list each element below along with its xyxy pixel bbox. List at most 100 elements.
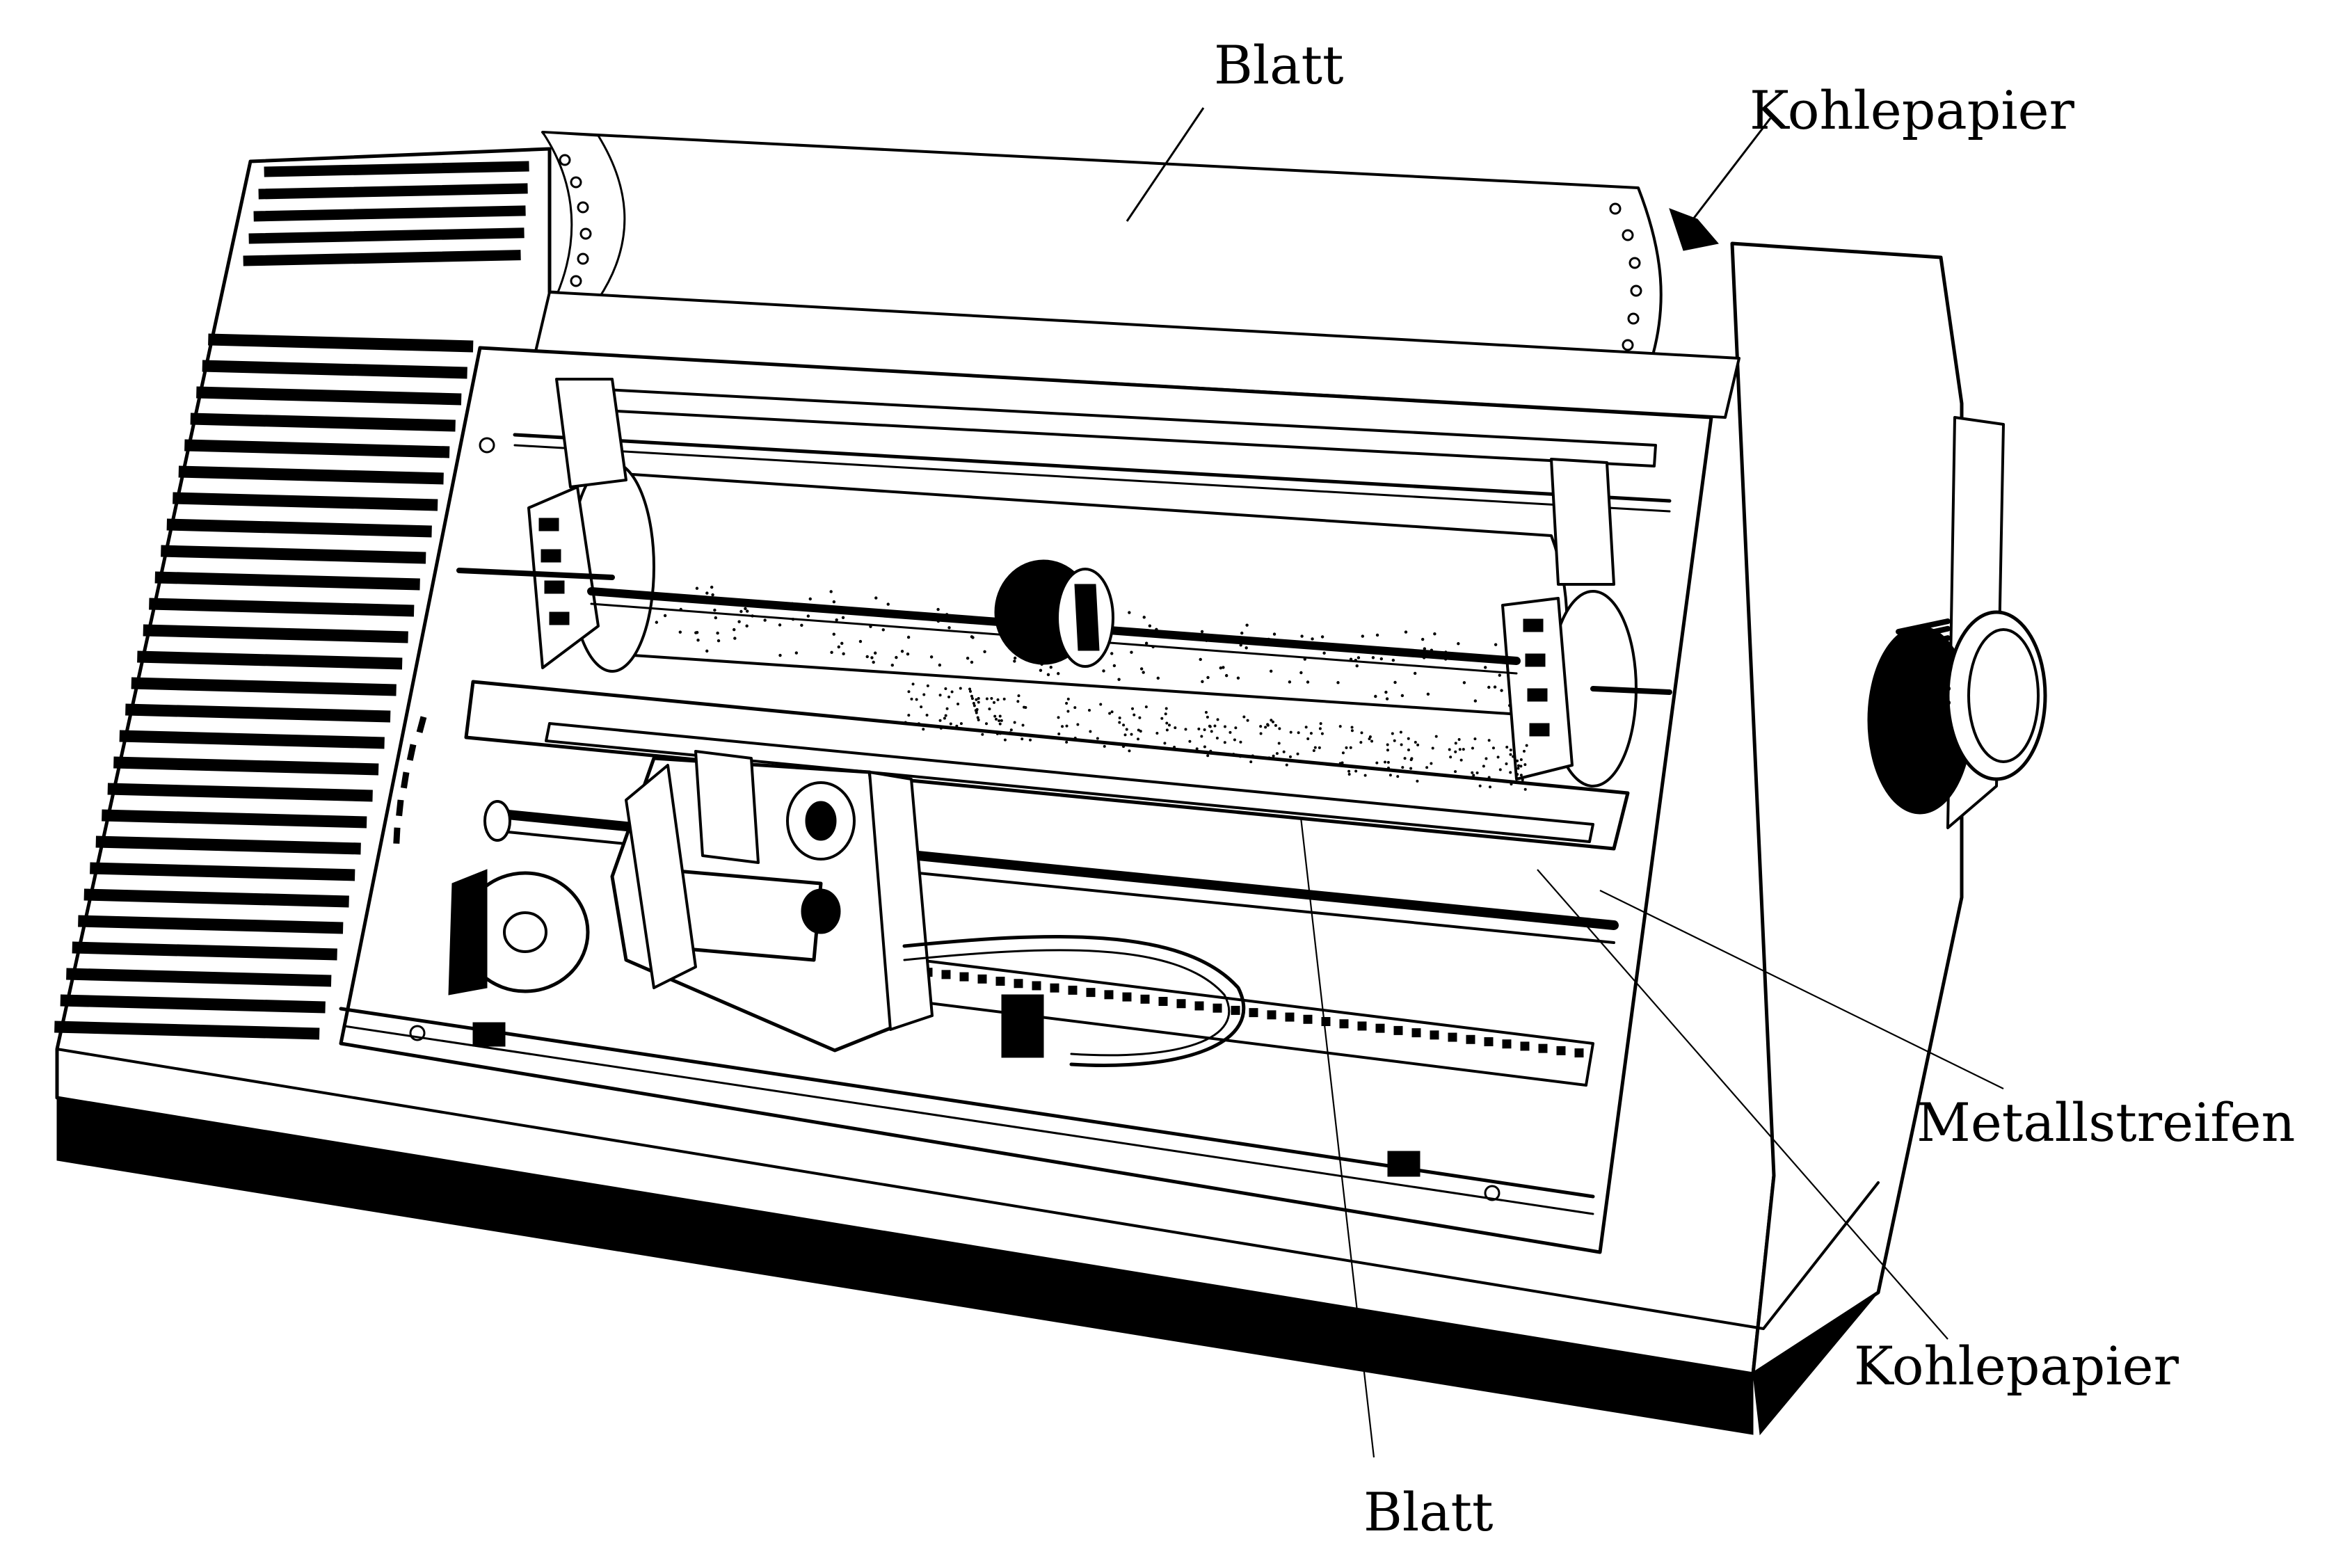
- stipple-dot: [976, 716, 979, 719]
- stipple-dot: [906, 653, 910, 656]
- stipple-dot: [1484, 666, 1487, 669]
- leader-lines: [1126, 107, 2004, 1458]
- stipple-dot: [1434, 735, 1438, 738]
- knob-ridge: [1903, 685, 1951, 702]
- vent-slot: [119, 730, 385, 749]
- stipple-dot: [1454, 770, 1457, 774]
- stipple-dot: [714, 616, 718, 620]
- vent-slot: [54, 1021, 320, 1040]
- stipple-dot: [778, 653, 782, 657]
- stipple-dot: [1013, 656, 1017, 660]
- stipple-dot: [907, 714, 911, 717]
- stipple-dot: [710, 585, 714, 589]
- metal-strip-slot: [545, 722, 1594, 843]
- vent-slots-side: [54, 333, 474, 1040]
- belt-tooth: [1231, 1005, 1240, 1015]
- stipple-dot: [1322, 651, 1326, 655]
- stipple-dot: [1401, 766, 1404, 769]
- stipple-dot: [1368, 735, 1372, 739]
- stipple-dot: [1400, 743, 1403, 746]
- stipple-dot: [737, 620, 741, 623]
- right-tractor-clamp: [1550, 458, 1615, 586]
- stipple-dot: [1347, 773, 1351, 776]
- belt-tooth: [1502, 1039, 1512, 1049]
- stipple-dot: [1338, 762, 1342, 765]
- stipple-dot: [874, 596, 878, 600]
- stipple-dot: [1271, 720, 1274, 723]
- stipple-dot: [968, 687, 972, 691]
- stipple-dot: [1236, 676, 1240, 680]
- stipple-dot: [975, 709, 979, 712]
- stipple-dot: [1200, 630, 1204, 634]
- stipple-dot: [1167, 723, 1171, 727]
- stipple-dot: [1448, 748, 1451, 751]
- stipple-dot: [1341, 751, 1345, 755]
- stipple-dot: [1110, 652, 1114, 655]
- stipple-dot: [910, 697, 913, 701]
- vent-slot: [208, 333, 474, 353]
- stipple-dot: [970, 635, 974, 639]
- stipple-dot: [1519, 774, 1523, 777]
- stipple-dot: [1523, 763, 1527, 767]
- printer-illustration: [54, 131, 2047, 1436]
- screw-3: [479, 437, 495, 454]
- stipple-dot: [1470, 776, 1473, 779]
- stipple-dot: [1131, 707, 1135, 710]
- stipple-dot: [1282, 750, 1286, 753]
- latch-right: [1387, 1151, 1420, 1177]
- stipple-dot: [977, 718, 980, 721]
- stipple-dot: [713, 608, 717, 612]
- vent-slot: [190, 413, 456, 432]
- stipple-dot: [1269, 669, 1273, 673]
- stipple-dot: [922, 728, 925, 731]
- stipple-dot: [973, 704, 976, 707]
- stipple-dot: [696, 639, 700, 642]
- stipple-dot: [1249, 760, 1253, 764]
- stipple-dot: [655, 621, 659, 624]
- vent-slot: [107, 783, 373, 802]
- belt-tooth: [1104, 990, 1114, 1000]
- stipple-dot: [1117, 678, 1121, 681]
- stipple-dot: [1122, 745, 1126, 749]
- stipple-dot: [1457, 738, 1461, 742]
- vent-slot: [173, 492, 438, 511]
- vent-slots-top: [243, 161, 529, 266]
- stipple-dot: [1458, 748, 1462, 751]
- belt-tooth: [995, 977, 1005, 986]
- stipple-dot: [950, 690, 954, 694]
- stipple-dot: [1285, 763, 1288, 767]
- stipple-dot: [1122, 723, 1126, 727]
- stipple-dot: [1206, 715, 1209, 719]
- stipple-dot: [870, 656, 874, 659]
- stipple-dot: [1519, 758, 1523, 761]
- stipple-dot: [1416, 779, 1419, 783]
- motor-pulley-hub: [503, 911, 547, 953]
- stipple-dot: [1300, 634, 1304, 638]
- stipple-dot: [1491, 746, 1495, 750]
- stipple-dot: [1213, 724, 1217, 728]
- print-head-gear: [801, 888, 841, 934]
- stipple-dot: [947, 695, 951, 698]
- stipple-dot: [985, 722, 989, 726]
- stipple-dot: [1487, 739, 1491, 742]
- stipple-dot: [1203, 745, 1206, 749]
- stipple-dot: [920, 705, 923, 709]
- belt-tooth: [1140, 994, 1150, 1004]
- stipple-dot: [1475, 771, 1479, 774]
- stipple-dot: [998, 732, 1002, 735]
- stipple-dot: [1219, 666, 1222, 670]
- vent-slot: [90, 862, 355, 881]
- label-paper-bottom: Blatt: [1363, 1481, 1494, 1543]
- stipple-dot: [1228, 730, 1232, 734]
- belt-tooth: [1484, 1037, 1494, 1046]
- stipple-dot: [1516, 773, 1519, 776]
- stipple-dot: [1224, 673, 1228, 678]
- stipple-dot: [1057, 672, 1060, 675]
- stipple-dot: [977, 696, 980, 700]
- stipple-dot: [1288, 755, 1292, 758]
- stipple-dot: [1471, 746, 1474, 750]
- stipple-dot: [1002, 697, 1006, 701]
- stipple-dot: [1009, 731, 1012, 735]
- stipple-dot: [1386, 749, 1389, 752]
